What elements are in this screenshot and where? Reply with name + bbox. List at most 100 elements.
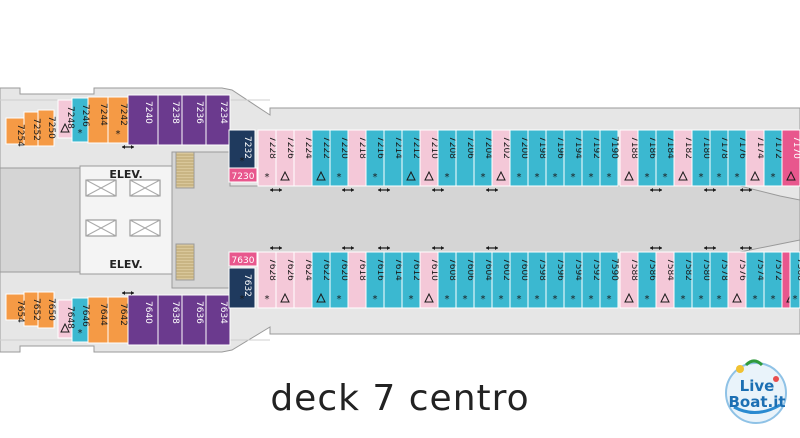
cabin-number: 7200 [519,136,529,159]
cabin-number: 7618 [357,258,367,281]
cabin-7584: 7584 [655,251,675,309]
cabin-number: 7642 [118,303,128,326]
cabin-number: 7648 [65,306,75,329]
cabin-number: 7610 [429,258,439,281]
cabin-number: 7650 [46,298,56,321]
connecting-arrow-head [378,246,390,250]
connecting-arrow-head [704,188,716,192]
accessible-triangle-icon [280,170,290,181]
cabin-number: 7626 [285,258,295,281]
cabin-7192: 7192* [581,129,601,187]
cabin-number: 7198 [537,136,547,159]
cabin-7210: 7210 [419,129,444,192]
cabin-number: 7254 [15,124,25,147]
cabin-number: 7638 [170,301,180,324]
cabin-7632: 7632* [228,267,256,309]
accessible-triangle-icon [732,292,742,303]
cabin-number: 7640 [143,301,153,324]
balcony-star-icon: * [681,294,686,305]
cabin-7578: 7578* [709,251,729,309]
cabin-7178: 7178* [709,129,729,187]
balcony-star-icon: * [240,294,245,305]
cabin-number: 7584 [665,258,675,281]
cabin-7244: 7244 [87,96,109,144]
cabin-number: 7190 [609,136,619,159]
cabin-number: 7182 [683,136,693,159]
balcony-star-icon: * [535,172,540,183]
cabin-box [181,94,207,146]
cabin-7208: 7208* [437,129,457,187]
accessible-triangle-icon [316,292,326,303]
logo-text-boat: Boat.it [728,393,786,411]
balcony-star-icon: * [735,172,740,183]
connecting-arrow-head [650,246,662,250]
cabin-box [127,294,159,346]
balcony-star-icon: * [607,294,612,305]
cabin-box [599,251,619,309]
cabin-7592: 7592 * [581,251,601,309]
cabin-number: 7192 [591,136,601,159]
cabin-number: 7628 [267,258,277,281]
elevator-cross [85,179,117,197]
cabin-number: 7206 [465,136,475,159]
balcony-star-icon: * [589,294,594,305]
cabin-box [205,94,231,146]
cabin-7568: 7568* [789,251,800,309]
cabin-number: 7210 [429,136,439,159]
cabin-number: 7178 [719,136,729,159]
balcony-star-icon: * [717,294,722,305]
balcony-star-icon: * [517,294,522,305]
balcony-star-icon: * [463,294,468,305]
cabin-number: 7204 [483,136,493,159]
cabin-7218: 7218 [347,129,367,187]
cabin-7240: 7240 [127,94,159,146]
connecting-arrow-head [650,188,662,192]
cabin-number: 7600 [519,258,529,281]
cabin-number: 7574 [755,258,765,281]
balcony-star-icon: * [481,172,486,183]
accessible-triangle-icon [280,292,290,303]
elevator-cross [129,179,161,197]
accessible-triangle-icon [424,292,434,303]
cabin-7238: 7238 [157,94,183,146]
cabin-box [57,299,73,339]
balcony-star-icon: * [645,294,650,305]
cabin-number: 7644 [98,303,108,326]
cabin-7204: 7204 * [473,129,498,192]
cabin-7234: 7234 [205,94,231,146]
accessible-triangle-icon [60,322,70,333]
cabin-number: 7624 [303,258,313,281]
cabin-number: 7234 [218,101,228,124]
cabin-7174: 7174 [745,129,765,187]
cabin-7636: 7636 [181,294,207,346]
cabin-number: 7202 [501,136,511,159]
balcony-star-icon: * [699,172,704,183]
cabin-number: 7594 [573,258,583,281]
cabin-number: 7572 [773,258,783,281]
cabin-7574: 7574* [745,251,765,309]
cabin-number: 7188 [629,136,639,159]
cabin-number: 7632 [242,274,252,297]
cabin-number: 7598 [537,258,547,281]
cabin-7598: 7598* [527,251,547,309]
cabin-number: 7176 [737,136,747,159]
cabin-7600: 7600 * [509,251,529,309]
cabin-7196: 7196* [545,129,565,187]
cabin-number: 7592 [591,258,601,281]
cabin-box [205,294,231,346]
balcony-star-icon: * [553,172,558,183]
cabin-number: 7620 [339,258,349,281]
accessible-triangle-icon [786,170,796,181]
cabin-7224: 7224 [293,129,313,187]
cabin-7572: 7572* [763,251,783,309]
accessible-triangle-icon [424,170,434,181]
cabin-7602: 7602* [491,251,511,309]
cabin-number: 7240 [143,101,153,124]
cabin-number: 7614 [393,258,403,281]
cabin-box [781,129,800,187]
balcony-star-icon: * [771,172,776,183]
cabin-number: 7232 [242,136,252,159]
cabin-box [228,251,258,267]
balcony-star-icon: * [793,294,798,305]
